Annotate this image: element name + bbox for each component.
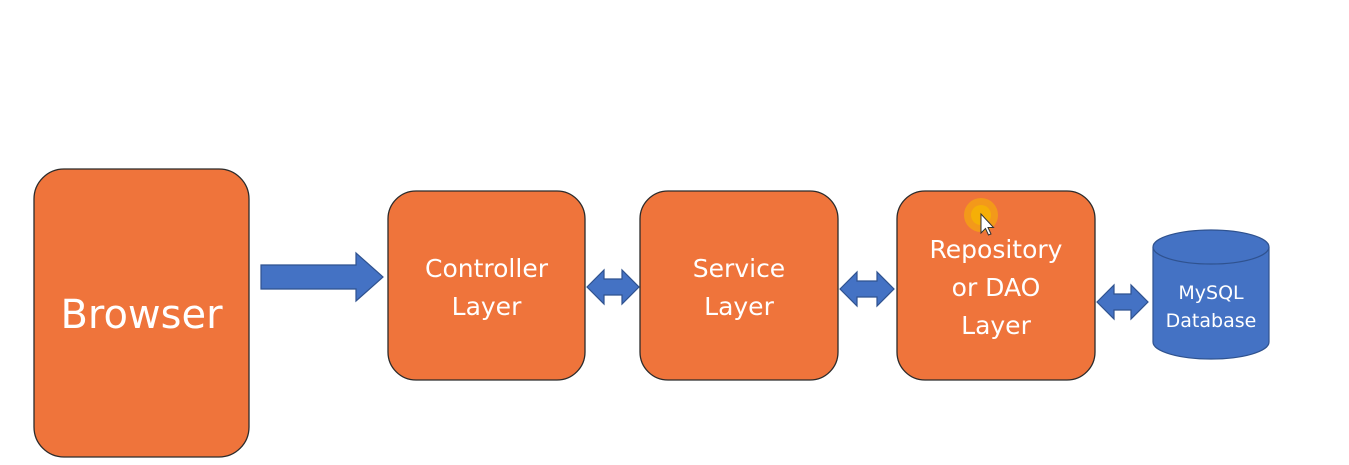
cursor-arrow: [980, 212, 995, 236]
browser-label: Browser: [60, 292, 223, 338]
repository-label-line3: Layer: [961, 311, 1031, 340]
database-body: [1152, 247, 1270, 360]
service-node: Service Layer: [639, 190, 839, 381]
service-box: [639, 190, 839, 381]
repository-node: Repository or DAO Layer: [896, 190, 1096, 381]
database-label-line1: MySQL: [1178, 282, 1244, 304]
service-repository-arrow: [839, 270, 895, 308]
mouse-pointer-icon: [964, 198, 998, 236]
repository-database-arrow: [1096, 283, 1149, 321]
browser-node: Browser: [33, 168, 250, 458]
service-label-line1: Service: [693, 254, 785, 283]
controller-node: Controller Layer: [387, 190, 586, 381]
service-label-line2: Layer: [704, 292, 774, 321]
repository-label-line1: Repository: [930, 235, 1063, 264]
browser-box: [33, 168, 250, 458]
controller-service-arrow: [586, 268, 640, 306]
controller-label-line2: Layer: [452, 292, 522, 321]
database-node: MySQL Database: [1152, 229, 1270, 360]
request-arrow: [260, 251, 384, 303]
repository-label-line2: or DAO: [952, 273, 1041, 302]
controller-box: [387, 190, 586, 381]
controller-label-line1: Controller: [425, 254, 549, 283]
repository-box: [896, 190, 1096, 381]
database-label-line2: Database: [1166, 310, 1257, 332]
database-top: [1152, 229, 1270, 265]
